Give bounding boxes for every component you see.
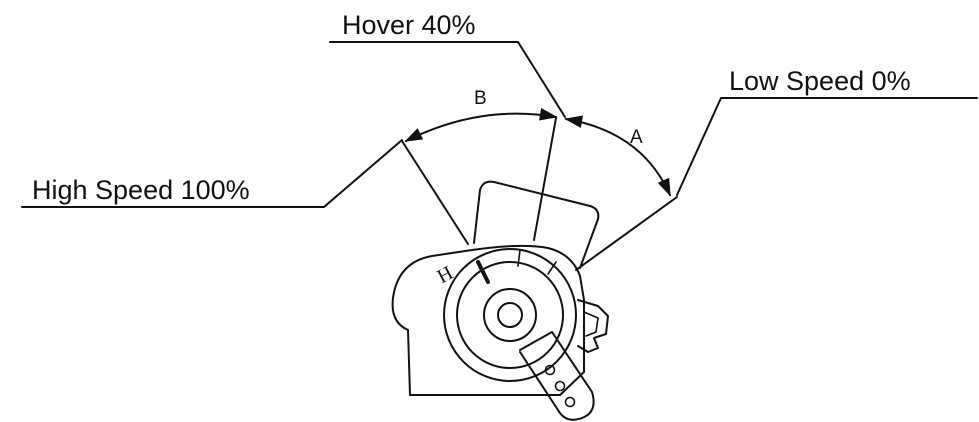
- high-speed-position-line: [401, 140, 469, 245]
- servo-arm: [519, 331, 595, 421]
- lever-handle-plate: [473, 180, 600, 269]
- arc-b-label: B: [474, 88, 487, 109]
- detent-tick-high: [476, 260, 490, 284]
- servo-arm-hole-2: [554, 380, 566, 392]
- hub-outer-ring: [443, 248, 577, 382]
- high-speed-leader-line: [21, 139, 403, 208]
- arc-b-high-to-hover: [404, 108, 558, 142]
- low-speed-leader-line: [676, 97, 978, 196]
- throttle-housing: [391, 244, 585, 396]
- arc-a-hover-to-low: [564, 115, 671, 197]
- low-speed-label: Low Speed 0%: [729, 66, 911, 96]
- arc-a-label: A: [630, 127, 643, 148]
- low-speed-position-line: [575, 196, 678, 271]
- servo-arm-hole-1: [544, 364, 556, 376]
- hover-label: Hover 40%: [342, 10, 476, 40]
- high-speed-label: High Speed 100%: [32, 175, 250, 205]
- hover-leader-line: [329, 41, 566, 118]
- servo-arm-hole-3: [564, 396, 576, 408]
- hub-mid-ring: [456, 261, 564, 369]
- hub-inner-ring: [483, 288, 537, 342]
- detent-tick-hover: [517, 249, 521, 267]
- hover-position-line: [533, 117, 557, 241]
- detent-tick-low: [547, 261, 557, 275]
- pivot-bolt: [497, 302, 523, 328]
- side-latch-inner: [583, 311, 599, 337]
- side-latch: [577, 299, 609, 353]
